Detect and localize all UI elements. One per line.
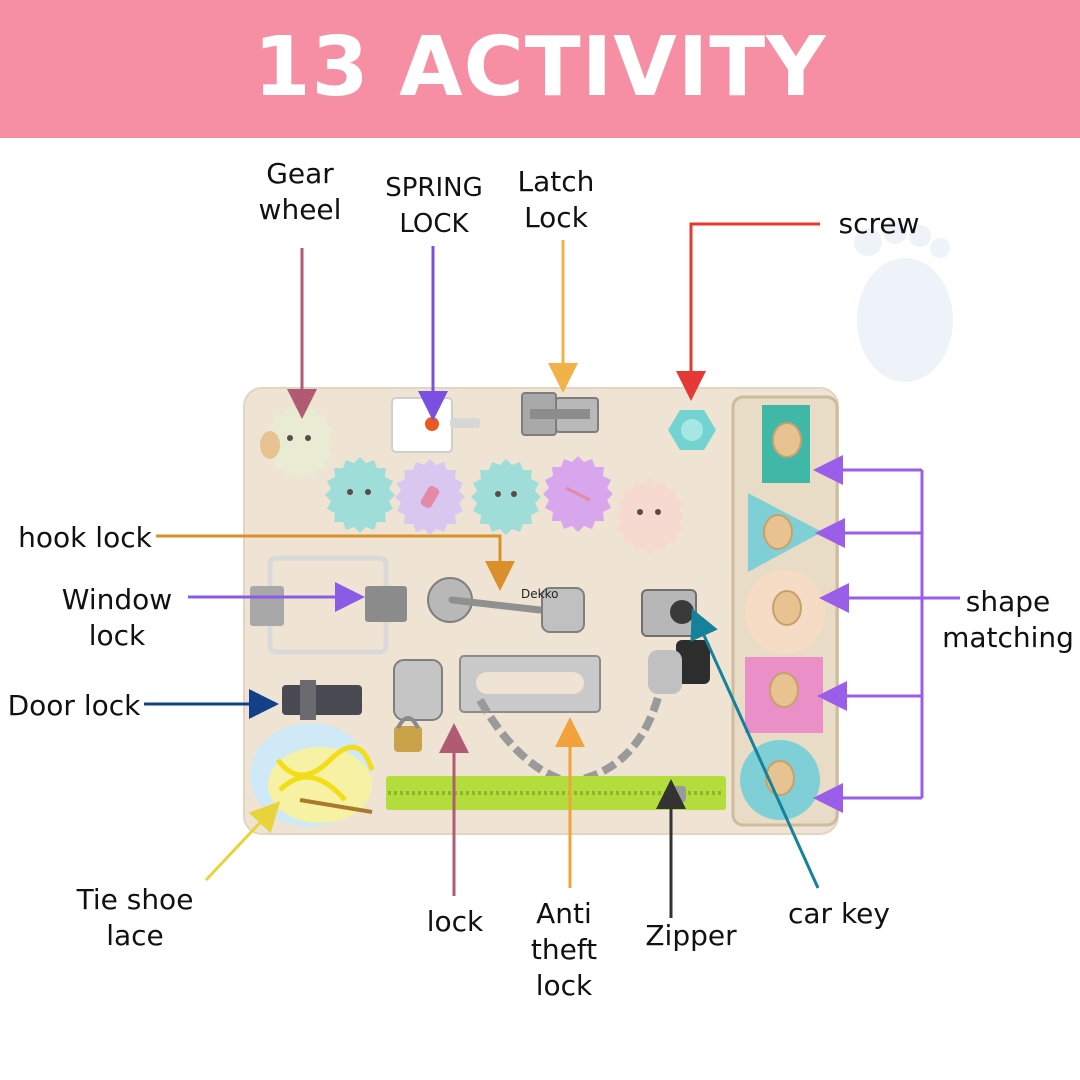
label-gear-wheel: Gear wheel — [258, 157, 342, 226]
label-lock: lock — [426, 905, 484, 938]
board-brand-text: Dekko — [521, 587, 558, 601]
footprint-watermark-icon — [854, 220, 953, 382]
label-zipper: Zipper — [645, 919, 737, 952]
hook-lock-arrow — [156, 534, 515, 591]
tie-shoe-lace-arrow — [204, 801, 281, 882]
label-hook-lock: hook lock — [18, 521, 152, 554]
label-shape-matching: shape matching — [942, 585, 1074, 654]
label-door-lock: Door lock — [7, 689, 141, 722]
label-screw: screw — [838, 207, 920, 240]
tie-shoe-lace — [250, 723, 375, 827]
label-latch-lock: Latch Lock — [517, 165, 595, 234]
zipper — [386, 776, 726, 810]
label-tie-shoe-lace: Tie shoe lace — [76, 883, 194, 952]
label-window-lock: Window lock — [61, 583, 173, 652]
shape-matching-arrows — [813, 455, 960, 813]
title-banner: 13 ACTIVITY — [0, 0, 1080, 138]
padlock-hasp — [393, 659, 443, 752]
banner-title: 13 ACTIVITY — [253, 20, 827, 115]
gear-wheels — [260, 404, 685, 554]
hook-lock — [427, 577, 585, 633]
screw-knob — [668, 410, 716, 450]
label-anti-theft-lock: Anti theft lock — [530, 897, 598, 1002]
car-key-arrow — [690, 608, 820, 889]
shape-matching-panel — [731, 395, 839, 827]
label-spring-lock: SPRING LOCK — [385, 173, 483, 239]
car-key-ignition — [641, 589, 710, 684]
label-car-key: car key — [788, 897, 890, 930]
door-lock — [282, 680, 362, 720]
screw-arrow — [676, 222, 820, 401]
latch-lock — [521, 392, 599, 436]
